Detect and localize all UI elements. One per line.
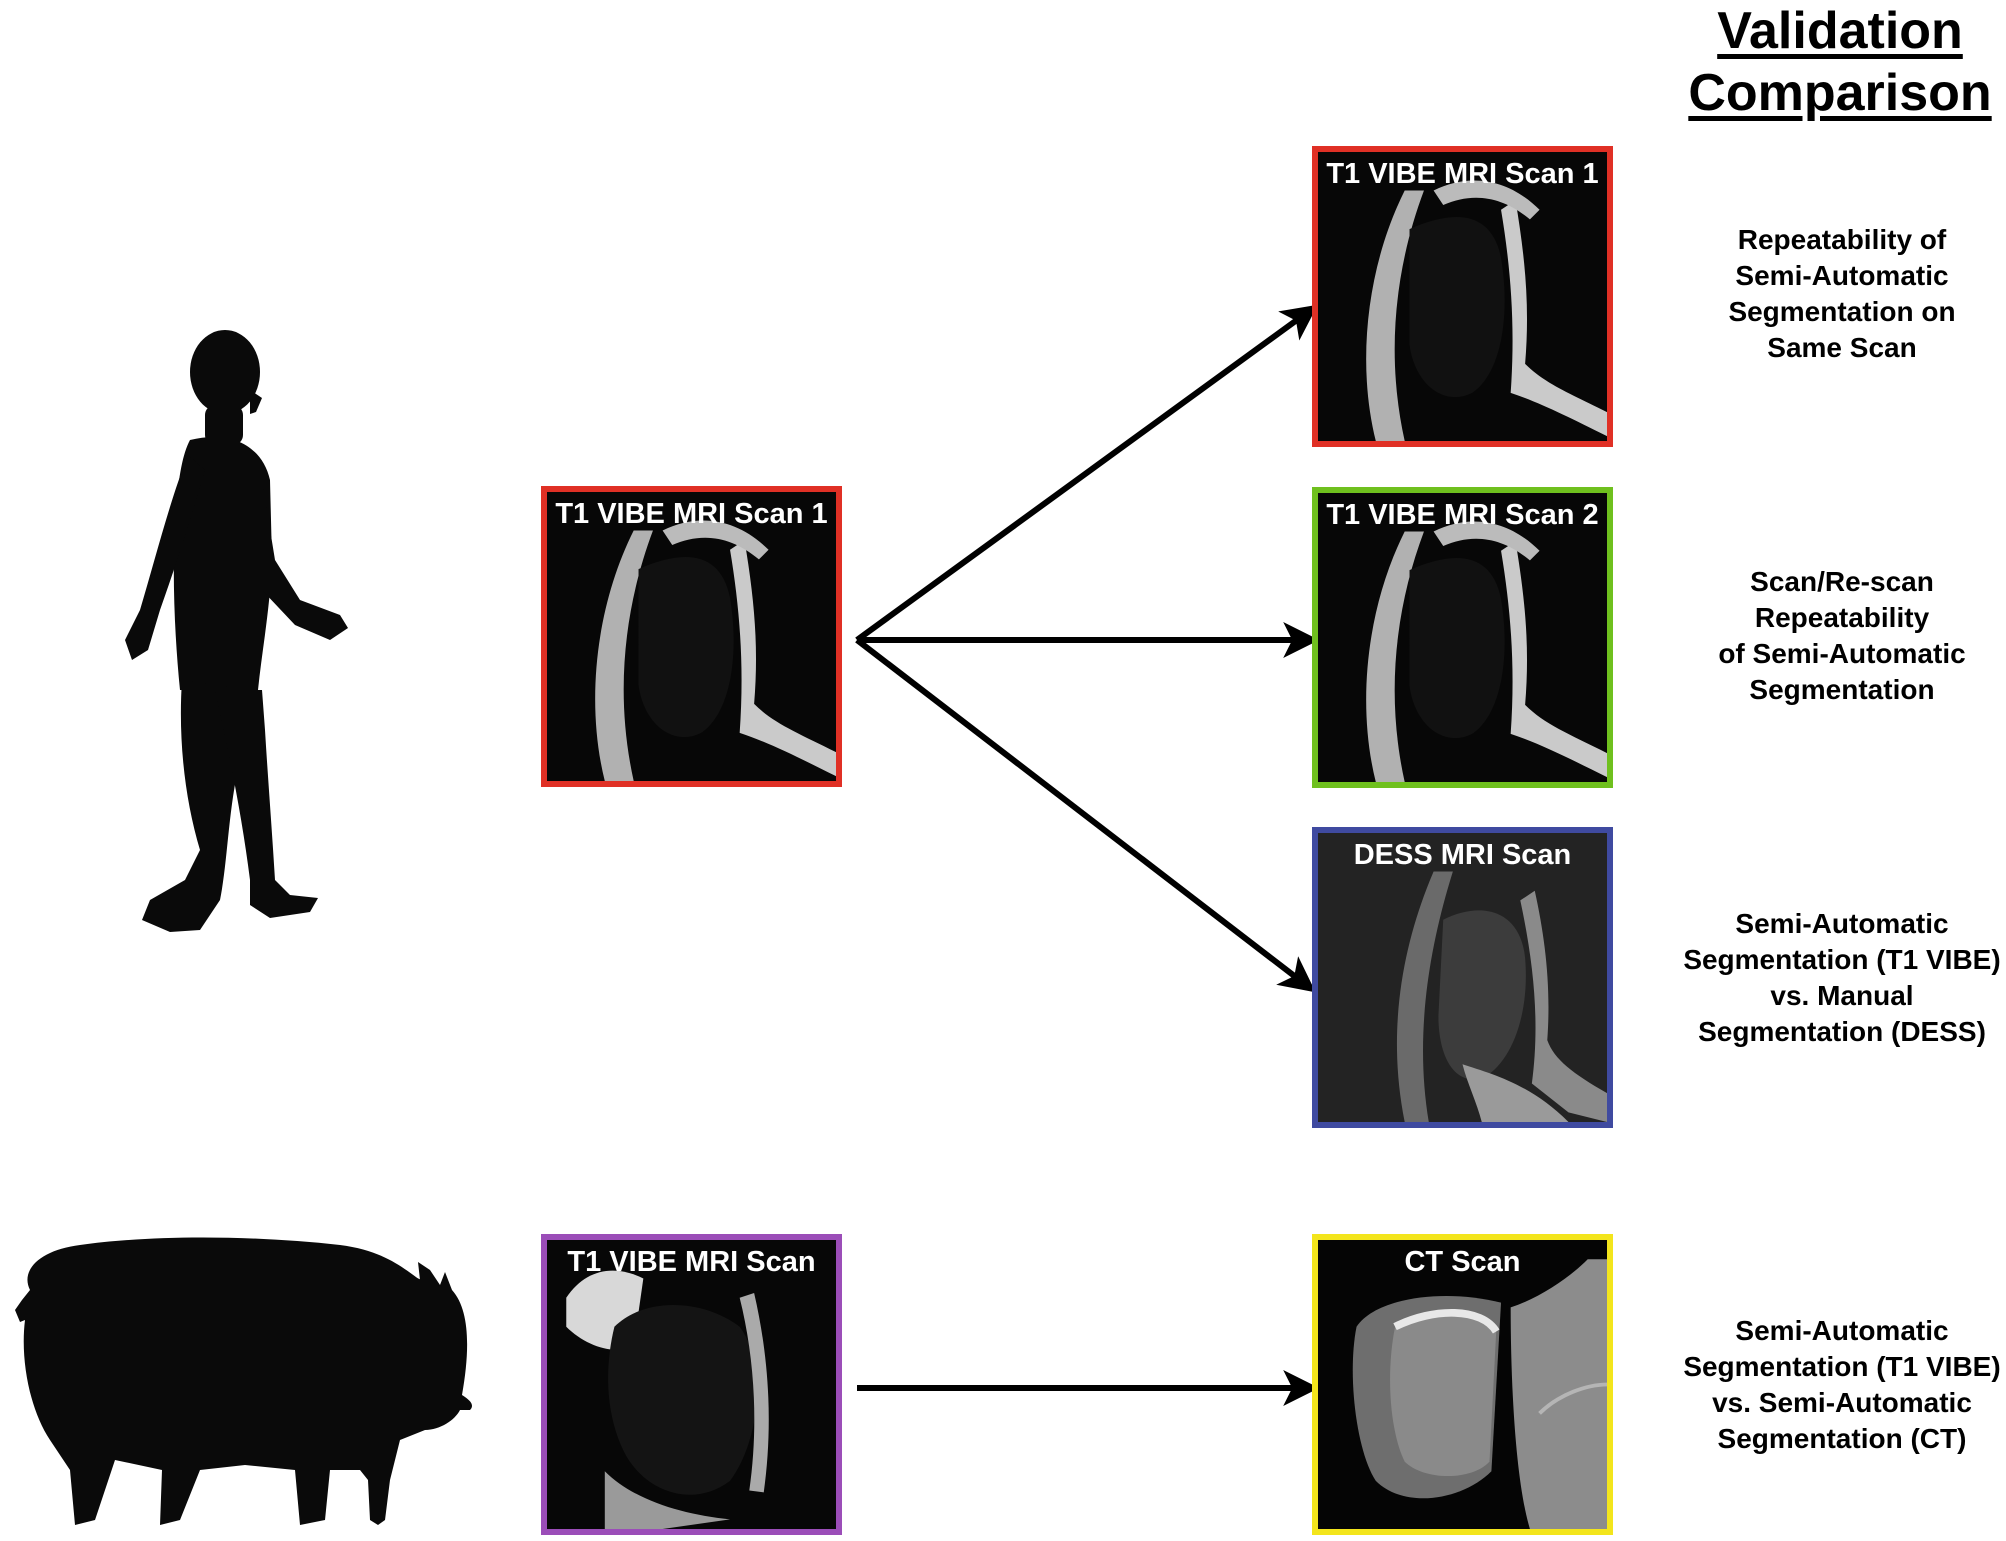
heading-line-1: Validation xyxy=(1717,2,1963,60)
arrow-to-dess xyxy=(855,637,1316,993)
mri-image-dess xyxy=(1318,833,1607,1122)
description-t1-vs-ct: Semi-Automatic Segmentation (T1 VIBE) vs… xyxy=(1652,1313,2006,1457)
mri-image-pig-knee xyxy=(547,1240,836,1529)
target-scan-ct: CT Scan xyxy=(1312,1234,1613,1535)
description-line: Segmentation on xyxy=(1728,296,1956,327)
description-line: Segmentation xyxy=(1749,674,1935,705)
description-line: Segmentation (T1 VIBE) xyxy=(1683,944,2001,975)
mri-image-knee xyxy=(1318,493,1607,782)
description-line: Scan/Re-scan xyxy=(1750,566,1934,597)
ct-image-pig-knee xyxy=(1318,1240,1607,1529)
scan-label: T1 VIBE MRI Scan 1 xyxy=(1326,158,1599,190)
target-scan-dess: DESS MRI Scan xyxy=(1312,827,1613,1128)
description-line: Segmentation (T1 VIBE) xyxy=(1683,1351,2001,1382)
mri-image-knee xyxy=(1318,152,1607,441)
description-line: Semi-Automatic xyxy=(1735,260,1949,291)
description-line: Segmentation (DESS) xyxy=(1698,1016,1986,1047)
heading-line-2: Comparison xyxy=(1688,64,1992,122)
description-line: Repeatability xyxy=(1754,602,1930,633)
description-scan-rescan: Scan/Re-scan Repeatability of Semi-Autom… xyxy=(1652,564,2006,708)
human-silhouette-icon xyxy=(125,330,348,932)
pig-silhouette-icon xyxy=(15,1237,473,1525)
description-line: Semi-Automatic xyxy=(1735,908,1949,939)
description-t1-vs-dess: Semi-Automatic Segmentation (T1 VIBE) vs… xyxy=(1652,906,2006,1050)
target-scan-t1-vibe-2: T1 VIBE MRI Scan 2 xyxy=(1312,487,1613,788)
heading-validation-comparison: Validation Comparison xyxy=(1660,0,2006,124)
target-scan-t1-vibe-1: T1 VIBE MRI Scan 1 xyxy=(1312,146,1613,447)
scan-label: T1 VIBE MRI Scan xyxy=(567,1246,816,1278)
arrows xyxy=(855,304,1320,1406)
description-line: of Semi-Automatic xyxy=(1718,638,1966,669)
scan-label: T1 VIBE MRI Scan 2 xyxy=(1326,499,1599,531)
description-line: vs. Semi-Automatic xyxy=(1712,1387,1972,1418)
scan-label: CT Scan xyxy=(1404,1246,1521,1278)
mri-image-knee xyxy=(547,492,836,781)
scan-label: DESS MRI Scan xyxy=(1353,839,1572,871)
scan-label: T1 VIBE MRI Scan 1 xyxy=(555,498,828,530)
description-line: Repeatability of xyxy=(1737,224,1947,255)
description-line: Semi-Automatic xyxy=(1735,1315,1949,1346)
source-scan-human: T1 VIBE MRI Scan 1 xyxy=(541,486,842,787)
source-scan-pig: T1 VIBE MRI Scan xyxy=(541,1234,842,1535)
description-line: Same Scan xyxy=(1767,332,1917,363)
arrow-to-scan1 xyxy=(855,304,1318,643)
description-line: Segmentation (CT) xyxy=(1717,1423,1967,1454)
description-repeatability-same-scan: Repeatability of Semi-Automatic Segmenta… xyxy=(1652,222,2006,366)
description-line: vs. Manual xyxy=(1770,980,1914,1011)
